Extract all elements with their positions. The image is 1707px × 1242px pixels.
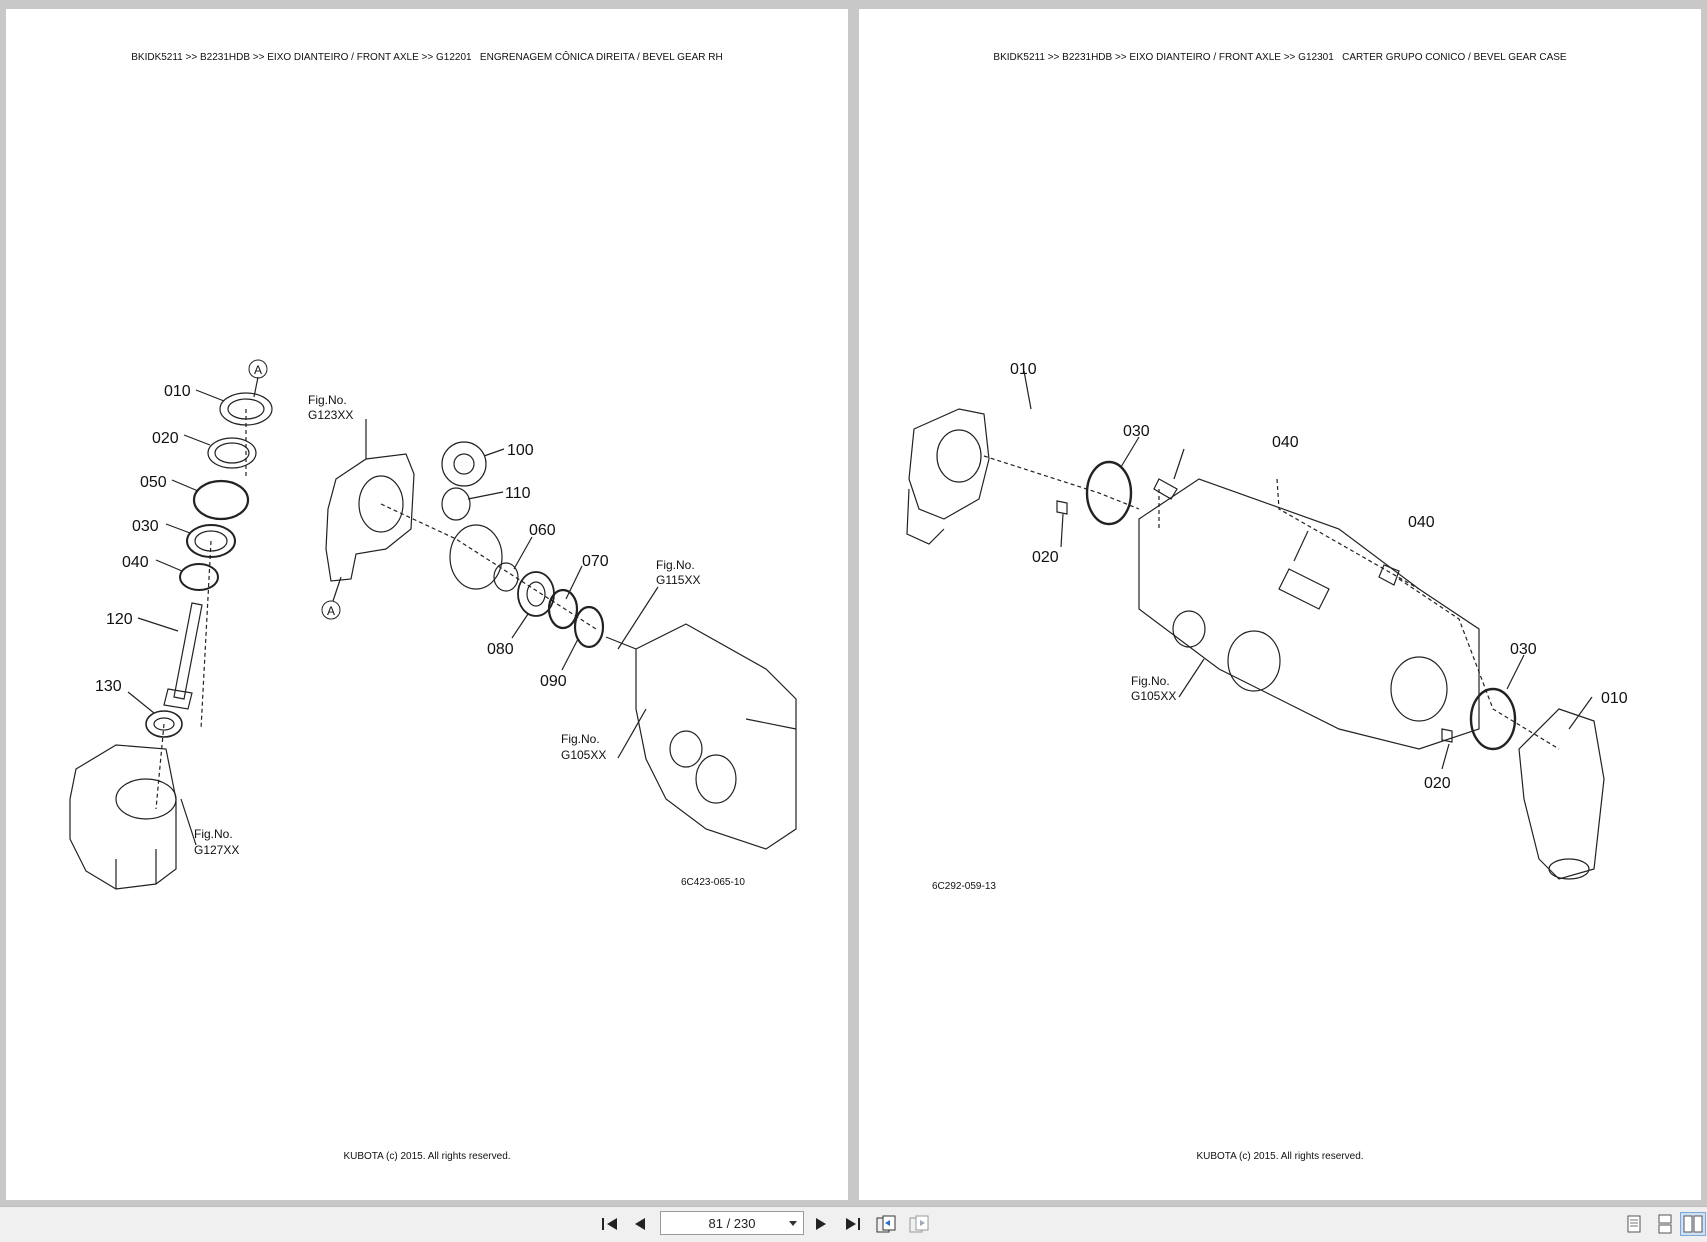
fig-ref-g105-code: G105XX [561, 748, 606, 762]
part-110-bearing [441, 487, 471, 521]
fig-ref-g127-code: G127XX [194, 843, 239, 857]
o-ring [449, 524, 503, 590]
part-100-bevel-gear [441, 441, 487, 487]
right-page-header: BKIDK5211 >> B2231HDB >> EIXO DIANTEIRO … [993, 52, 1567, 63]
callout-050: 050 [140, 474, 167, 491]
continuous-page-icon [1658, 1214, 1672, 1234]
ref-mark-a-top [248, 359, 268, 379]
callout-010-right: 010 [1601, 690, 1628, 707]
left-page-footer: KUBOTA (c) 2015. All rights reserved. [343, 1151, 511, 1162]
part-020-pin-right [1441, 728, 1453, 743]
chevron-down-icon [789, 1221, 797, 1226]
single-page-icon [1627, 1215, 1641, 1233]
left-drawing-number: 6C423-065-10 [681, 877, 745, 888]
part-010-case-left [908, 408, 990, 520]
callout-100: 100 [507, 442, 534, 459]
last-page-icon [846, 1218, 860, 1230]
part-040-bolt-middle [1378, 564, 1400, 586]
ref-mark-a-top-text: A [254, 363, 262, 377]
go-back-view-button[interactable] [873, 1212, 899, 1236]
callout-060: 060 [529, 522, 556, 539]
callout-040-middle: 040 [1408, 514, 1435, 531]
next-page-icon [816, 1218, 826, 1230]
callout-040-top: 040 [1272, 434, 1299, 451]
housing-g105 [635, 623, 797, 850]
previous-page-button[interactable] [627, 1212, 653, 1236]
single-page-view-button[interactable] [1621, 1212, 1647, 1236]
fig-ref-g123-code: G123XX [308, 408, 353, 422]
callout-010: 010 [164, 383, 191, 400]
right-drawing-number: 6C292-059-13 [932, 881, 996, 892]
go-forward-view-button[interactable] [906, 1212, 932, 1236]
go-forward-view-icon [909, 1215, 929, 1233]
fig-ref-g115-code: G115XX [656, 573, 700, 587]
part-120-shaft [173, 602, 203, 700]
callout-020-right: 020 [1424, 775, 1451, 792]
last-page-button[interactable] [840, 1212, 866, 1236]
part-010-case-right [1518, 708, 1605, 880]
part-030-oring-right [1469, 687, 1517, 751]
callout-070: 070 [582, 553, 609, 570]
callout-010-left: 010 [1010, 361, 1037, 378]
continuous-view-button[interactable] [1652, 1212, 1678, 1236]
callout-090: 090 [540, 673, 567, 690]
bevel-gear-case-diagram: 010 030 040 020 040 030 010 020 Fig.No. … [906, 361, 1628, 892]
ref-mark-a-bottom-text: A [327, 604, 335, 618]
fig-ref-g123-label: Fig.No. [308, 393, 347, 407]
next-page-button[interactable] [808, 1212, 834, 1236]
part-090-ring [573, 605, 605, 649]
part-020-seal [207, 437, 257, 469]
callout-130: 130 [95, 678, 122, 695]
bevel-gear-rh-diagram: A A 010 020 050 030 040 120 130 100 110 … [69, 359, 797, 890]
callout-030-right: 030 [1510, 641, 1537, 658]
part-040-bolt-top [1153, 478, 1178, 500]
callout-020-left: 020 [1032, 549, 1059, 566]
part-050-snap-ring [192, 479, 250, 521]
axle-housing-g105 [1138, 478, 1480, 750]
fig-ref-g127-label: Fig.No. [194, 827, 233, 841]
fig-ref-g115-label: Fig.No. [656, 558, 695, 572]
two-page-icon [1683, 1215, 1703, 1233]
callout-030-left: 030 [1123, 423, 1150, 440]
right-page-footer: KUBOTA (c) 2015. All rights reserved. [1196, 1151, 1364, 1162]
first-page-icon [602, 1218, 617, 1230]
fig-ref-g105-label: Fig.No. [1131, 674, 1170, 688]
part-030-bearing [186, 524, 236, 558]
part-070-ring [547, 588, 579, 630]
viewer-toolbar: 81 / 230 [0, 1206, 1707, 1242]
first-page-button[interactable] [597, 1212, 623, 1236]
page-number-text: 81 / 230 [708, 1215, 756, 1231]
right-page: BKIDK5211 >> B2231HDB >> EIXO DIANTEIRO … [859, 9, 1701, 1200]
fig-ref-g105-label: Fig.No. [561, 732, 600, 746]
part-040-ring [179, 563, 219, 591]
left-page: BKIDK5211 >> B2231HDB >> EIXO DIANTEIRO … [6, 9, 848, 1200]
housing-g123 [325, 453, 415, 582]
previous-page-icon [635, 1218, 645, 1230]
callout-030: 030 [132, 518, 159, 535]
ref-mark-a-bottom [321, 600, 341, 620]
callout-020: 020 [152, 430, 179, 447]
callout-110: 110 [505, 485, 531, 502]
part-130-bearing [145, 710, 183, 738]
page-number-select[interactable]: 81 / 230 [660, 1211, 804, 1235]
go-back-view-icon [876, 1215, 896, 1233]
left-page-header: BKIDK5211 >> B2231HDB >> EIXO DIANTEIRO … [131, 52, 723, 63]
two-page-view-button[interactable] [1680, 1212, 1706, 1236]
fig-ref-g105-code: G105XX [1131, 689, 1176, 703]
part-060 [493, 562, 519, 592]
part-030-oring-left [1085, 460, 1133, 526]
callout-120: 120 [106, 611, 133, 628]
callout-040: 040 [122, 554, 149, 571]
part-020-pin-left [1056, 500, 1068, 515]
callout-080: 080 [487, 641, 514, 658]
